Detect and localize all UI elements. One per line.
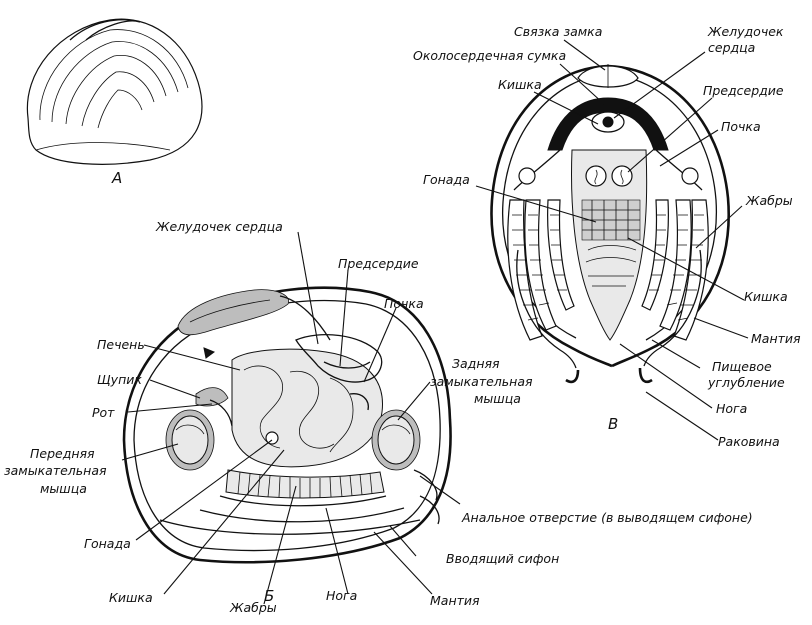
label-b-anus: Анальное отверстие (в выводящем сифоне) bbox=[461, 510, 753, 525]
label-c-foot: Нога bbox=[716, 401, 747, 416]
label-b-anterior-adductor-line3: мышца bbox=[40, 481, 87, 496]
label-b-atrium: Предсердие bbox=[338, 256, 419, 271]
label-b-posterior-adductor-line2: замыкательная bbox=[430, 374, 533, 389]
label-c-gills: Жабры bbox=[745, 193, 793, 208]
label-c-food-groove-line2: углубление bbox=[707, 375, 785, 390]
label-b-intestine: Кишка bbox=[109, 590, 153, 605]
label-c-food-groove-line1: Пищевое bbox=[712, 359, 772, 374]
label-b-posterior-adductor-line3: мышца bbox=[474, 391, 521, 406]
label-b-anterior-adductor-line2: замыкательная bbox=[4, 463, 107, 478]
label-b-liver: Печень bbox=[97, 337, 145, 352]
label-c-atrium: Предсердие bbox=[703, 83, 784, 98]
label-c-pericardium: Околосердечная сумка bbox=[413, 48, 566, 63]
label-b-mouth: Рот bbox=[92, 405, 115, 420]
label-c-ventricle-line1: Желудочек bbox=[707, 24, 784, 39]
panel-label-c: В bbox=[608, 415, 618, 433]
leader-lines-b bbox=[121, 231, 461, 605]
label-c-hinge-ligament: Связка замка bbox=[514, 24, 602, 39]
label-b-posterior-adductor-line1: Задняя bbox=[452, 356, 500, 371]
label-b-gonad: Гонада bbox=[84, 536, 131, 551]
label-b-palp: Щупик bbox=[97, 372, 142, 387]
label-b-foot: Нога bbox=[326, 588, 357, 603]
label-c-gonad: Гонада bbox=[423, 172, 470, 187]
label-c-intestine-top: Кишка bbox=[498, 77, 542, 92]
label-b-mantle: Мантия bbox=[430, 593, 480, 608]
shell-exterior-illustration bbox=[26, 18, 203, 165]
label-c-mantle: Мантия bbox=[751, 331, 801, 346]
label-c-ventricle-line2: сердца bbox=[708, 40, 755, 55]
label-b-anterior-adductor-line1: Передняя bbox=[30, 446, 95, 461]
label-c-shell: Раковина bbox=[718, 434, 780, 449]
label-b-kidney: Почка bbox=[384, 296, 424, 311]
panel-label-a: А bbox=[111, 169, 122, 187]
label-c-intestine-bottom: Кишка bbox=[744, 289, 788, 304]
label-b-inhalant-siphon: Вводящий сифон bbox=[446, 551, 559, 566]
leader-lines-c bbox=[475, 39, 749, 441]
lateral-dissection-illustration bbox=[122, 286, 452, 564]
panel-label-b: Б bbox=[264, 587, 274, 605]
label-b-gills: Жабры bbox=[229, 600, 277, 615]
label-b-ventricle: Желудочек сердца bbox=[155, 219, 283, 234]
cross-section-illustration bbox=[490, 64, 730, 384]
label-c-kidney: Почка bbox=[721, 119, 761, 134]
